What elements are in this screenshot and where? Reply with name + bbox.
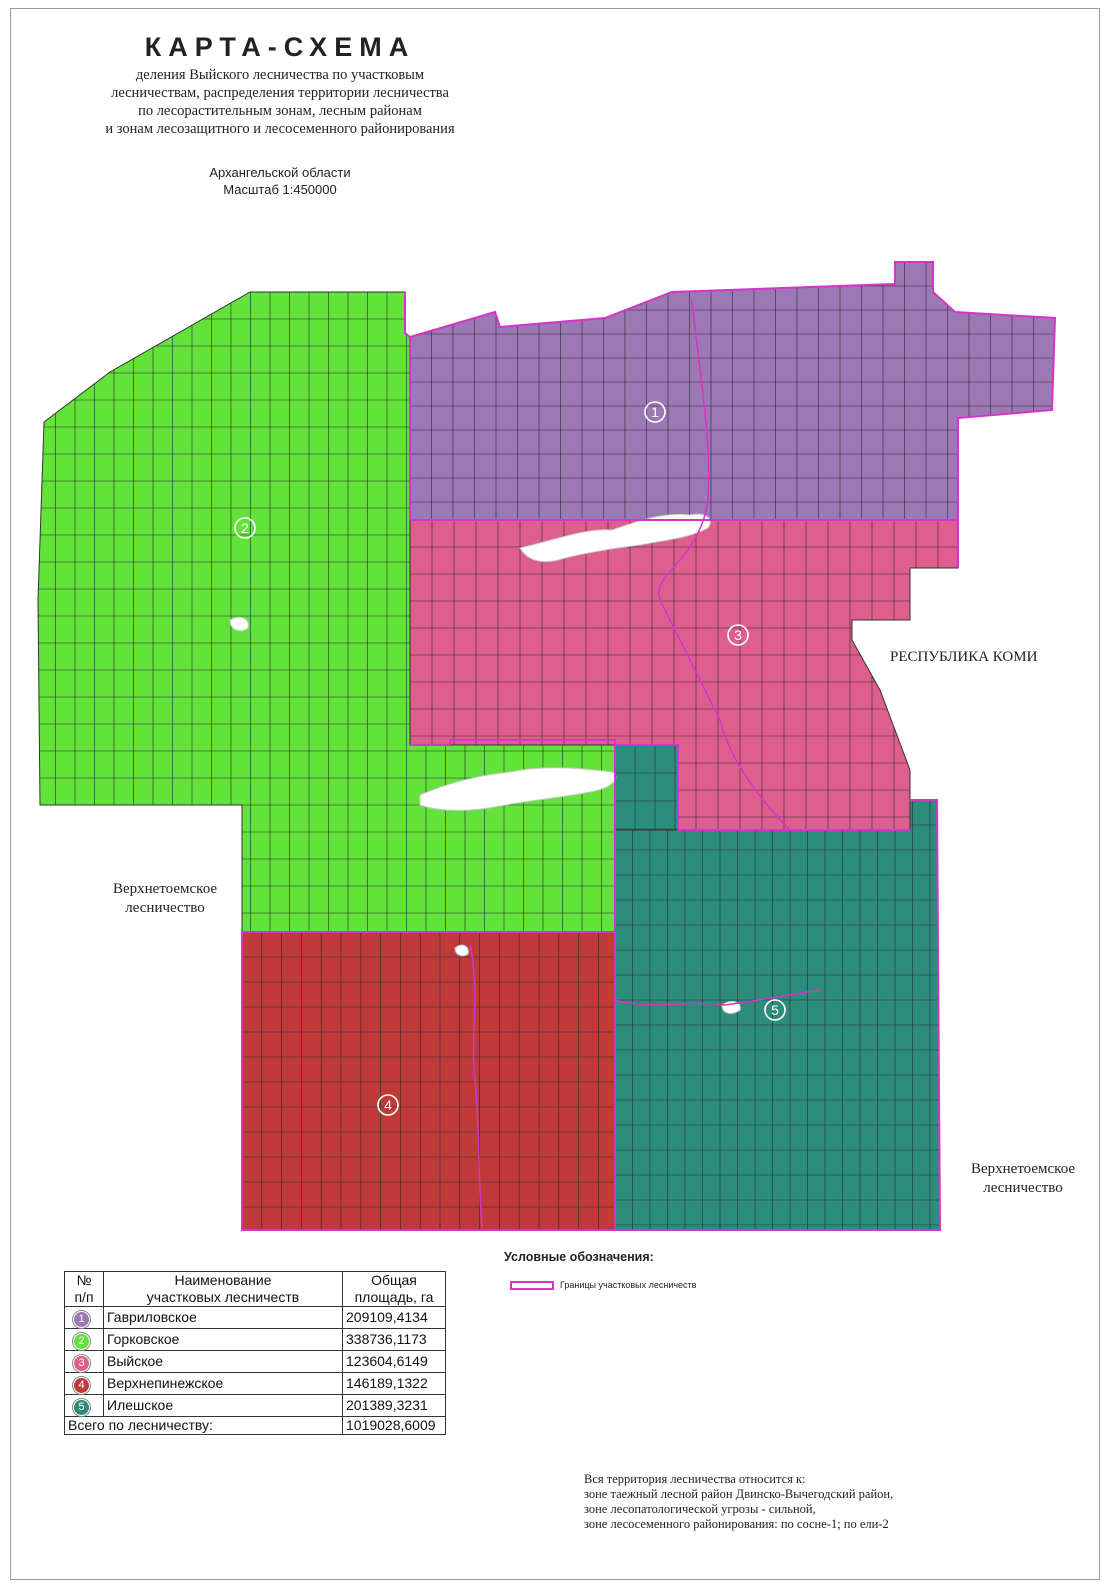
label-west-line: лесничество [125,900,205,916]
map-title: КАРТА-СХЕМА [144,32,416,62]
boundary-1-2 [404,292,411,520]
label-east-line: Верхнетоемское [970,1161,1076,1177]
map-scale: Масштаб 1:450000 [223,182,337,197]
note-line: зоне лесопатологической угрозы - сильной… [584,1502,816,1516]
row-marker-cell: 1 [64,1306,104,1329]
note-line: зоне таежный лесной район Двинско-Вычего… [584,1487,894,1501]
lake-north [519,513,711,563]
map-subtitle: деления Выйского лесничества по участков… [40,66,520,138]
boundary-legend-label: Границы участковых лесничеств [560,1280,697,1290]
row-marker-cell: 5 [64,1394,104,1417]
subtitle-line: и зонам лесозащитного и лесосеменного ра… [105,121,455,137]
row-name: Горковское [103,1328,343,1351]
label-east-line: лесничество [983,1180,1063,1196]
boundary-river-south [469,944,483,1229]
district-1-area [409,261,1056,521]
boundary-river [657,299,791,831]
row-area: 146189,1322 [342,1372,446,1395]
territory-note: Вся территория лесничества относится к: … [584,1472,893,1532]
region-name: Архангельской области [209,165,351,180]
district-marker-ring [727,624,749,646]
row-area: 338736,1173 [342,1328,446,1351]
total-value: 1019028,6009 [342,1416,446,1435]
district-markers: 1 2 3 4 5 [234,401,786,1116]
district-marker-label: 4 [384,1097,392,1113]
row-name: Гавриловское [103,1306,343,1329]
boundary-3-2 [410,739,679,830]
label-east-forestry: Верхнетоемское лесничество [948,1160,1098,1198]
district-color-marker: 1 [73,1311,90,1328]
subtitle-line: лесничествам, распределения территории л… [111,85,449,101]
district-4-area [241,931,616,1231]
row-area: 201389,3231 [342,1394,446,1417]
row-area: 123604,6149 [342,1350,446,1373]
lake-central [419,767,617,811]
boundary-legend-swatch [510,1281,554,1290]
note-line: зоне лесосеменного районирования: по сос… [584,1517,889,1531]
boundary-outer-south [241,799,942,1231]
label-west-forestry: Верхнетоемское лесничество [80,880,250,918]
label-west-line: Верхнетоемское [112,881,218,897]
district-marker-label: 3 [734,627,742,643]
region-block: Архангельской области Масштаб 1:450000 [150,164,410,198]
boundary-1-outline [409,261,1057,568]
district-color-marker: 4 [73,1377,90,1394]
district-color-marker: 2 [73,1333,90,1350]
district-color-marker: 5 [73,1399,90,1416]
row-marker-cell: 2 [64,1328,104,1351]
subtitle-line: деления Выйского лесничества по участков… [135,67,425,83]
total-label: Всего по лесничеству: [64,1416,343,1435]
district-5-fill-north [614,744,679,831]
legend-title: Условные обозначения: [504,1250,654,1264]
row-name: Илешское [103,1394,343,1417]
row-name: Верхнепинежское [103,1372,343,1395]
lake-small-3 [454,944,469,957]
district-4-grid [242,932,615,1230]
row-area: 209109,4134 [342,1306,446,1329]
boundary-river-east [614,989,821,1006]
district-color-marker: 3 [73,1355,90,1372]
lake-small-1 [229,616,249,632]
row-name: Выйское [103,1350,343,1373]
row-marker-cell: 3 [64,1350,104,1373]
district-marker-ring [644,401,666,423]
district-marker-label: 2 [241,520,249,536]
district-marker-label: 5 [771,1002,779,1018]
district-boundaries [241,261,1057,1231]
district-marker-label: 1 [651,404,659,420]
note-line: Вся территория лесничества относится к: [584,1472,806,1486]
district-5-grid-north [615,745,678,830]
district-marker-ring [234,517,256,539]
row-marker-cell: 4 [64,1372,104,1395]
subtitle-line: по лесорастительным зонам, лесным района… [138,103,422,119]
district-marker-ring [377,1094,399,1116]
table-total-row: Всего по лесничеству: 1019028,6009 [64,1416,446,1435]
district-marker-ring [764,999,786,1021]
district-5-area [614,744,941,1231]
label-komi: РЕСПУБЛИКА КОМИ [890,649,1038,665]
